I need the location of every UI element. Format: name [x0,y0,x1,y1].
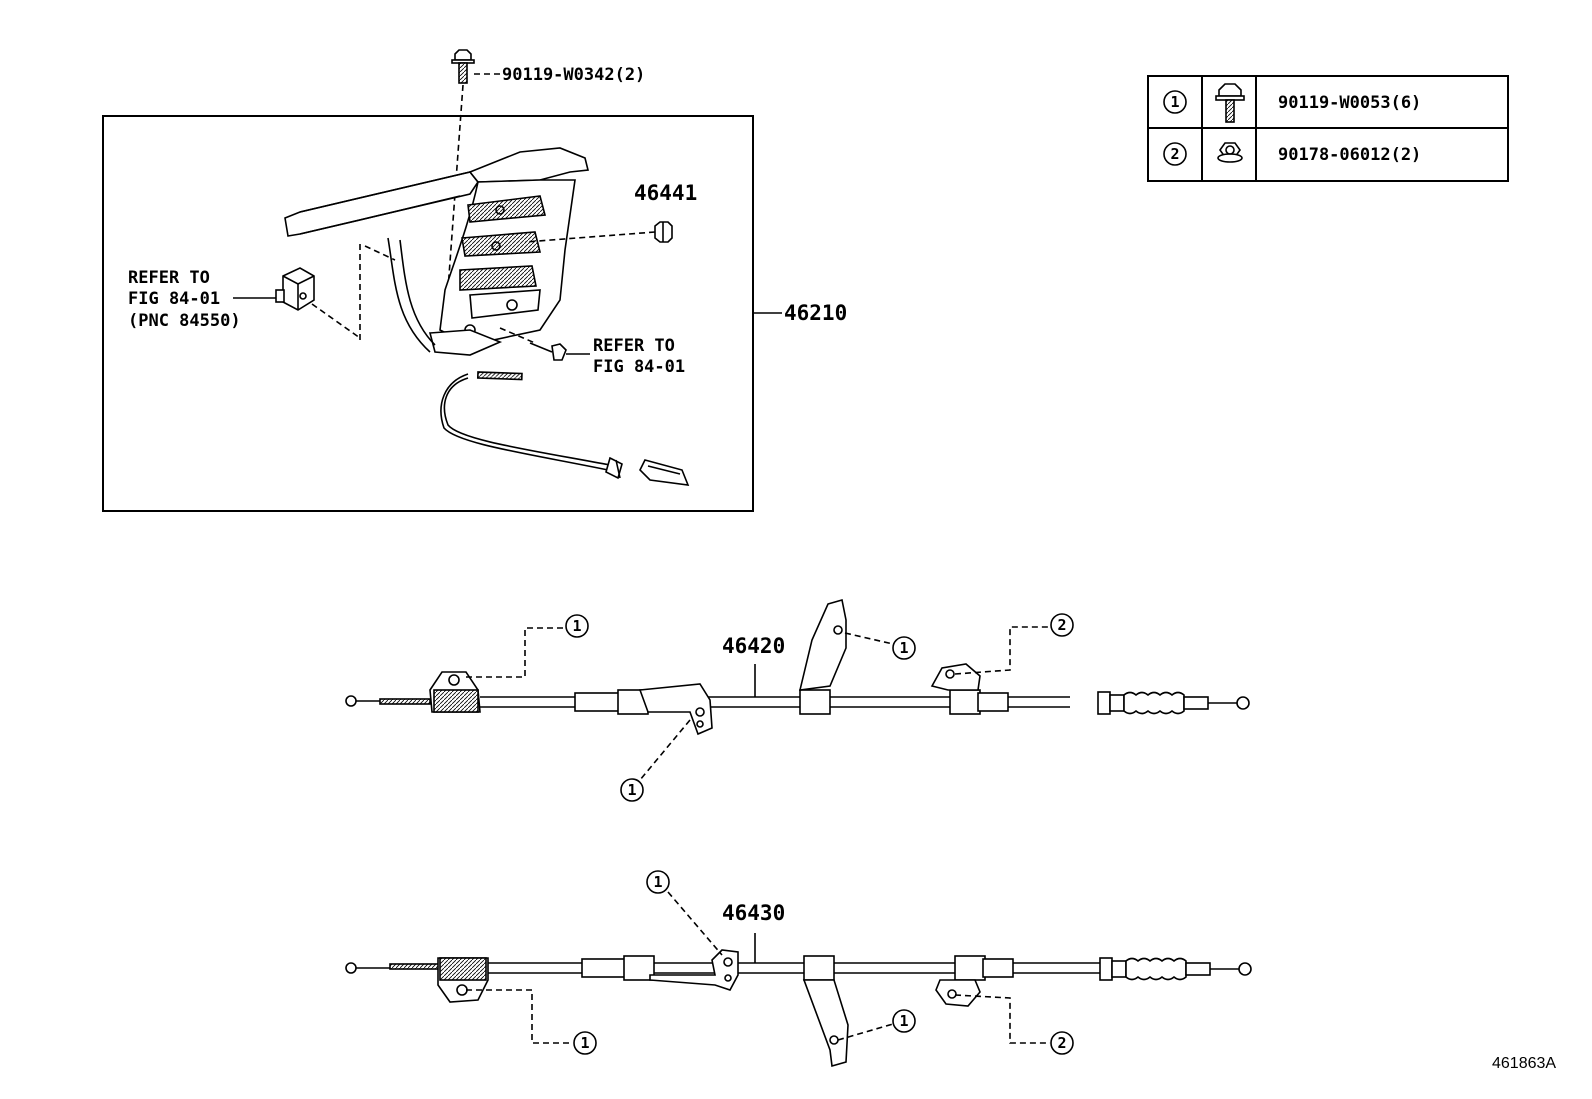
rear-cable-46420: 46420 1 1 1 2 [345,598,1250,802]
fastener-legend-table: 1 90119-W0053(6) 2 90178-06012(2) [1147,75,1509,182]
svg-text:1: 1 [627,781,636,799]
svg-text:90119-W0342(2): 90119-W0342(2) [502,65,645,85]
svg-text:1: 1 [572,617,581,635]
parking-brake-lever [284,147,589,356]
svg-text:1: 1 [899,1012,908,1030]
flange-nut-icon [1217,142,1243,163]
svg-text:1: 1 [1170,93,1179,111]
svg-text:46441: 46441 [634,181,697,205]
rear-cable-46430: 46430 1 1 1 2 [345,870,1252,1068]
svg-text:46210: 46210 [784,301,847,325]
brake-switch [233,267,361,339]
svg-text:46420: 46420 [722,634,785,658]
svg-text:REFER TO: REFER TO [128,268,210,288]
svg-text:FIG 84-01: FIG 84-01 [128,289,220,309]
svg-text:REFER TO: REFER TO [593,336,675,356]
svg-text:2: 2 [1057,616,1066,634]
flange-bolt-icon [1215,83,1245,123]
svg-text:90119-W0053(6): 90119-W0053(6) [1278,93,1421,113]
mount-bolt [499,327,590,361]
svg-text:FIG 84-01: FIG 84-01 [593,357,685,377]
legend-row-1: 1 90119-W0053(6) [1163,83,1421,123]
svg-text:90178-06012(2): 90178-06012(2) [1278,145,1421,165]
svg-text:2: 2 [1170,145,1179,163]
front-cable [440,371,690,486]
legend-row-2: 2 90178-06012(2) [1163,142,1421,166]
svg-text:1: 1 [899,639,908,657]
diagram-id: 461863A [1492,1055,1557,1072]
svg-text:1: 1 [580,1034,589,1052]
svg-text:(PNC 84550): (PNC 84550) [128,311,241,331]
grommet-46441: 46441 [524,181,697,243]
svg-text:1: 1 [653,873,662,891]
svg-text:46430: 46430 [722,901,785,925]
svg-text:2: 2 [1057,1034,1066,1052]
